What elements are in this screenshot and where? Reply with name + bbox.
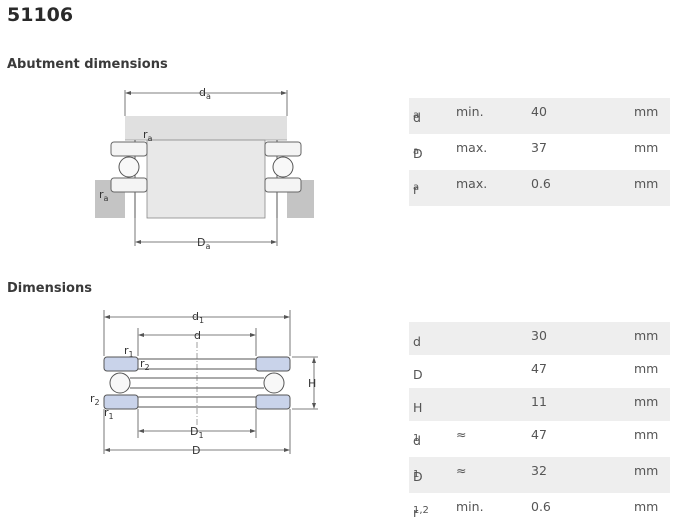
abutment-diagram: da ra ra Da: [95, 82, 317, 254]
label-da: da: [199, 86, 211, 101]
abutment-heading: Abutment dimensions: [7, 57, 168, 72]
label-r1-bottom: r1: [104, 406, 114, 421]
label-d1: d1: [192, 310, 204, 325]
table-row: D 47 mm: [413, 361, 659, 382]
washer-left-bottom: [110, 177, 148, 193]
washer-top-left: [103, 356, 139, 372]
label-D1: D1: [190, 425, 204, 440]
washer-bottom-right: [255, 394, 291, 410]
label-d: d: [194, 329, 201, 342]
shaft-body: [146, 139, 266, 219]
label-Da: Da: [197, 236, 210, 251]
abutment-drawing: da ra ra Da: [95, 86, 314, 251]
label-r2-top: r2: [140, 357, 150, 372]
ball-right: [263, 372, 285, 394]
washer-right-top: [264, 141, 302, 157]
washer-left-top: [110, 141, 148, 157]
table-row: d 30 mm: [409, 322, 670, 355]
ball-left: [118, 156, 140, 178]
washer-bottom-left: [103, 394, 139, 410]
dimensions-drawing: d1 d r1 r2 r2 r1 H: [90, 310, 318, 457]
washer-right-bottom: [264, 177, 302, 193]
shaft-top: [125, 116, 287, 140]
label-ra-left: ra: [99, 188, 109, 203]
washer-top-right: [255, 356, 291, 372]
label-r2-left: r2: [90, 392, 100, 407]
label-H: H: [308, 377, 316, 390]
page-title: 51106: [7, 4, 74, 26]
ball-right: [272, 156, 294, 178]
dimensions-heading: Dimensions: [7, 281, 92, 296]
table-row: H 11 mm: [409, 388, 670, 421]
label-D: D: [192, 444, 200, 457]
ball-left: [109, 372, 131, 394]
label-ra-top: ra: [143, 128, 153, 143]
label-r1-top: r1: [124, 344, 134, 359]
dimensions-diagram: d1 d r1 r2 r2 r1 H: [88, 306, 328, 464]
